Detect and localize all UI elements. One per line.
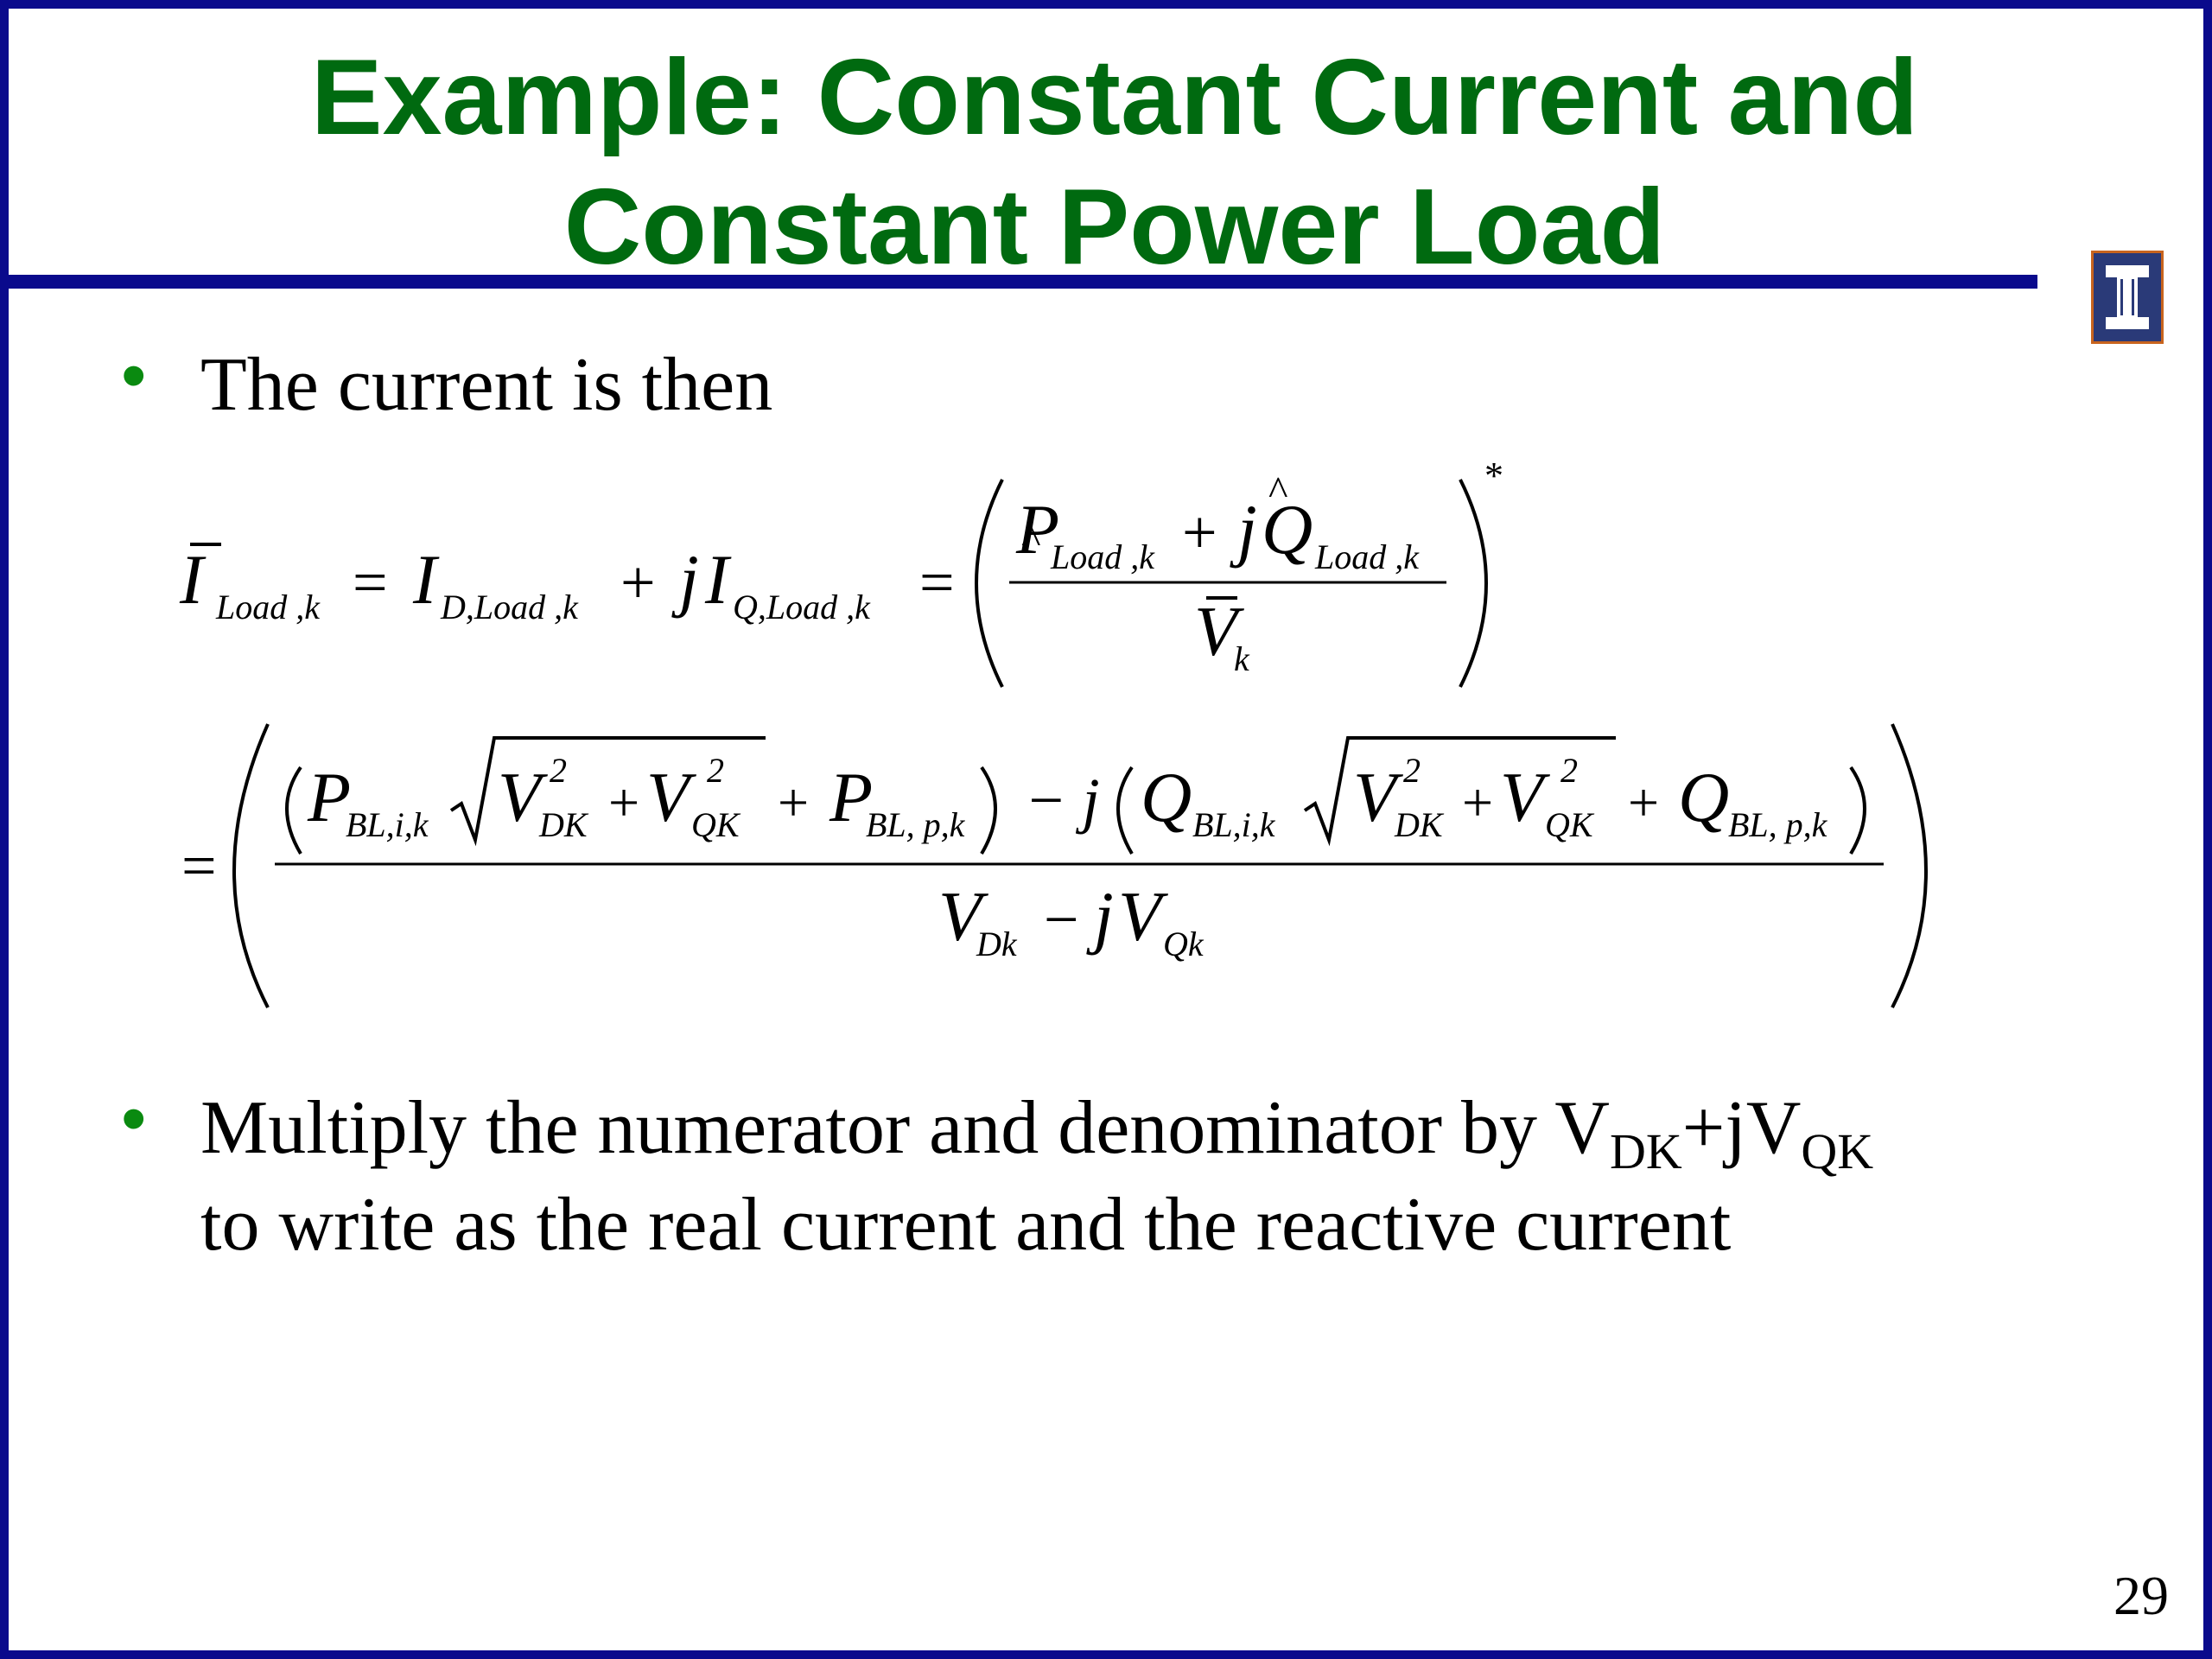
eq2-v-qk: V (646, 758, 696, 836)
eq2-q1: Q (1141, 758, 1192, 836)
slide-title: Example: Constant Current and Constant P… (9, 33, 2203, 292)
eq2-v-qk-2: V (1500, 758, 1550, 836)
eq1-den-v: V (1194, 592, 1244, 671)
bullet2-part2: +jV (1681, 1086, 1802, 1170)
eq1-term1: I (412, 540, 440, 619)
equation-1: I Load ,k = I D,Load ,k + j I Q,Load ,k … (179, 454, 1503, 688)
eq1-num-q-sub: Load ,k (1314, 537, 1420, 576)
eq2-minus-j: − j (1025, 766, 1100, 835)
eq1-num-plus: + (1182, 498, 1217, 567)
eq1-num-q: Q (1262, 490, 1313, 569)
eq2-sqrt-plus-1: + (608, 772, 639, 833)
eq1-term2-sub: Q,Load ,k (733, 588, 871, 626)
eq2-q1-sub: BL,i,k (1192, 805, 1276, 844)
illinois-logo-icon (2091, 251, 2164, 344)
eq1-term2: I (704, 540, 732, 619)
title-line-2: Constant Power Load (563, 168, 1666, 287)
bullet2-part1: Multiply the numerator and denominator b… (200, 1086, 1610, 1170)
eq1-conjugate: * (1484, 454, 1503, 497)
eq1-equals: = (353, 548, 388, 617)
eq1-lhs: I (179, 540, 207, 619)
bullet-text-1: The current is then (200, 343, 773, 427)
hat-p-icon: ^ (1021, 517, 1041, 563)
equation-2: = P BL,i,k V 2 DK + V 2 QK + P BL, p,k −… (181, 723, 1928, 1008)
eq2-v-dk-sq-2: 2 (1403, 751, 1421, 790)
eq2-den-j: j (1086, 877, 1114, 956)
eq2-p1: P (307, 758, 351, 836)
eq2-den-v2: V (1118, 877, 1168, 956)
bullet-dot: • (121, 1077, 147, 1159)
eq2-q2: Q (1678, 758, 1729, 836)
eq1-num-j: j (1230, 490, 1257, 569)
hat-q-icon: ^ (1268, 468, 1288, 514)
eq1-num-p: P (1015, 490, 1059, 569)
eq2-v-qk-sub: QK (691, 805, 741, 844)
eq1-num-p-sub: Load ,k (1050, 537, 1155, 576)
eq2-v-dk-sub: DK (538, 805, 589, 844)
eq1-den-v-sub: k (1234, 639, 1250, 678)
eq2-v-qk-sub-2: QK (1545, 805, 1595, 844)
bullet2-sub-qk: QK (1801, 1123, 1874, 1179)
eq2-plus-2: + (1628, 772, 1659, 833)
eq2-v-dk: V (498, 758, 548, 836)
eq2-v-qk-sq: 2 (707, 751, 724, 790)
eq1-j: j (671, 540, 699, 619)
eq2-den-minus: − (1044, 885, 1079, 954)
eq2-sqrt-plus-2: + (1462, 772, 1493, 833)
title-divider (9, 275, 2037, 289)
eq2-v-dk-2: V (1353, 758, 1403, 836)
equations: I Load ,k = I D,Load ,k + j I Q,Load ,k … (179, 454, 1928, 1008)
eq2-v-qk-sq-2: 2 (1560, 751, 1578, 790)
eq1-plus: + (620, 548, 656, 617)
eq1-term1-sub: D,Load ,k (440, 588, 579, 626)
eq2-p2: P (829, 758, 873, 836)
eq2-equals: = (181, 831, 217, 900)
bullet2-line2: to write as the real current and the rea… (200, 1183, 1732, 1267)
eq2-den-v1: V (938, 877, 988, 956)
eq2-q2-sub: BL, p,k (1728, 805, 1828, 844)
eq2-den-v2-sub: Qk (1163, 925, 1205, 963)
eq2-plus-1: + (778, 772, 809, 833)
page-number: 29 (2113, 1565, 2169, 1626)
title-line-1: Example: Constant Current and (310, 38, 1919, 157)
eq1-equals-2: = (919, 548, 955, 617)
bullet2-sub-dk: DK (1609, 1123, 1682, 1179)
eq2-p1-sub: BL,i,k (346, 805, 429, 844)
bullet-dot: • (121, 334, 147, 416)
eq1-lhs-sub: Load ,k (215, 588, 321, 626)
eq2-v-dk-sq: 2 (550, 751, 567, 790)
eq2-v-dk-sub-2: DK (1394, 805, 1445, 844)
eq2-den-v1-sub: Dk (976, 925, 1018, 963)
bullet-text-2: Multiply the numerator and denominator b… (200, 1080, 2136, 1274)
eq2-p2-sub: BL, p,k (866, 805, 966, 844)
